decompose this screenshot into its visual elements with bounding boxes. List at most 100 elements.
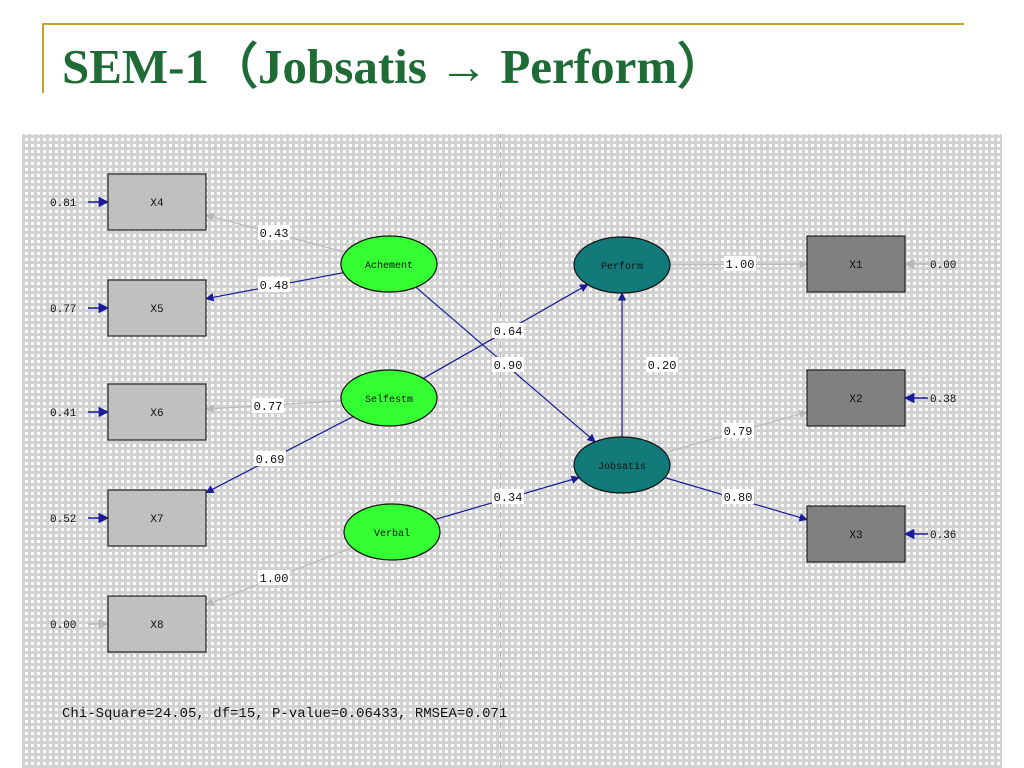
grid-line-horizontal bbox=[22, 746, 1002, 747]
coef-label-bg bbox=[492, 357, 524, 372]
grid-line-vertical bbox=[467, 134, 468, 768]
grid-line-horizontal bbox=[22, 194, 1002, 195]
error-value-x1: 0.00 bbox=[930, 260, 956, 272]
grid-line-vertical bbox=[76, 134, 77, 768]
grid-line-vertical bbox=[720, 134, 721, 768]
coef-label-bg bbox=[722, 423, 754, 438]
latent-ellipse-achement bbox=[340, 235, 438, 293]
grid-line-vertical bbox=[904, 134, 905, 768]
observed-label-x2: X2 bbox=[849, 394, 862, 406]
coef-label-bg bbox=[722, 489, 754, 504]
grid-line-vertical bbox=[237, 134, 238, 768]
grid-line-horizontal bbox=[22, 562, 1002, 563]
grid-line-vertical bbox=[352, 134, 353, 768]
coef-label-selfestm-x7: 0.69 bbox=[256, 453, 285, 467]
observed-box-x7 bbox=[107, 489, 207, 547]
grid-line-horizontal bbox=[22, 631, 1002, 632]
latent-label-jobsatis: Jobsatis bbox=[598, 461, 646, 473]
grid-line-vertical bbox=[536, 134, 537, 768]
error-value-x7: 0.52 bbox=[50, 514, 76, 526]
coef-label-bg bbox=[258, 225, 290, 240]
grid-line-vertical bbox=[697, 134, 698, 768]
grid-line-vertical bbox=[375, 134, 376, 768]
error-value-x5: 0.77 bbox=[50, 304, 76, 316]
grid-line-vertical bbox=[950, 134, 951, 768]
grid-line-horizontal bbox=[22, 355, 1002, 356]
observed-label-x8: X8 bbox=[150, 620, 163, 632]
observed-label-x6: X6 bbox=[150, 408, 163, 420]
grid-line-vertical bbox=[674, 134, 675, 768]
error-arrows: 0.81 0.77 0.41 0.52 0.00 0.00 0.38 0.36 bbox=[50, 196, 956, 632]
grid-line-horizontal bbox=[22, 240, 1002, 241]
coef-label-achement-x5: 0.48 bbox=[260, 279, 289, 293]
observed-box-x6 bbox=[107, 383, 207, 441]
grid-line-vertical bbox=[835, 134, 836, 768]
observed-box-x2 bbox=[806, 369, 906, 427]
grid-line-vertical bbox=[145, 134, 146, 768]
grid-line-vertical bbox=[99, 134, 100, 768]
grid-line-vertical bbox=[214, 134, 215, 768]
grid-line-vertical bbox=[191, 134, 192, 768]
latent-label-selfestm: Selfestm bbox=[365, 394, 413, 406]
coef-label-jobsatis-x2: 0.79 bbox=[724, 425, 753, 439]
coef-label-selfestm-perform: 0.64 bbox=[494, 325, 523, 339]
observed-label-x1: X1 bbox=[849, 260, 863, 272]
grid-line-vertical bbox=[812, 134, 813, 768]
grid-line-horizontal bbox=[22, 378, 1002, 379]
grid-line-horizontal bbox=[22, 470, 1002, 471]
coef-label-achement-x4: 0.43 bbox=[260, 227, 289, 241]
grid-line-horizontal bbox=[22, 148, 1002, 149]
coef-label-jobsatis-x3: 0.80 bbox=[724, 491, 753, 505]
grid-line-vertical bbox=[168, 134, 169, 768]
grid-line-vertical bbox=[421, 134, 422, 768]
error-value-x6: 0.41 bbox=[50, 408, 77, 420]
grid-line-horizontal bbox=[22, 654, 1002, 655]
grid-line-vertical bbox=[973, 134, 974, 768]
coef-label-selfestm-x6: 0.77 bbox=[254, 400, 283, 414]
grid-line-horizontal bbox=[22, 309, 1002, 310]
diagram-nodes: X4X5X6X7X8X1X2X3AchementSelfestmVerbalPe… bbox=[107, 173, 906, 653]
error-value-x3: 0.36 bbox=[930, 530, 956, 542]
grid-line-horizontal bbox=[22, 585, 1002, 586]
grid-line-vertical bbox=[53, 134, 54, 768]
grid-line-vertical bbox=[122, 134, 123, 768]
grid-line-horizontal bbox=[22, 286, 1002, 287]
error-value-x4: 0.81 bbox=[50, 198, 77, 210]
center-divider bbox=[500, 134, 501, 768]
observed-box-x5 bbox=[107, 279, 207, 337]
observed-label-x3: X3 bbox=[849, 530, 862, 542]
latent-label-perform: Perform bbox=[601, 261, 643, 273]
latent-ellipse-selfestm bbox=[340, 369, 438, 427]
grid-line-horizontal bbox=[22, 539, 1002, 540]
coef-label-bg bbox=[258, 570, 290, 585]
grid-line-vertical bbox=[444, 134, 445, 768]
grid-line-vertical bbox=[927, 134, 928, 768]
coef-label-bg bbox=[258, 277, 290, 292]
coef-label-verbal-jobsatis: 0.34 bbox=[494, 491, 523, 505]
slide-title: SEM-1（Jobsatis → Perform） bbox=[62, 39, 727, 94]
error-value-x8: 0.00 bbox=[50, 620, 76, 632]
grid-line-vertical bbox=[766, 134, 767, 768]
grid-line-vertical bbox=[306, 134, 307, 768]
coef-label-verbal-x8: 1.00 bbox=[260, 572, 289, 586]
grid-line-vertical bbox=[513, 134, 514, 768]
observed-box-x4 bbox=[107, 173, 207, 231]
grid-line-vertical bbox=[329, 134, 330, 768]
observed-box-x8 bbox=[107, 595, 207, 653]
error-value-x2: 0.38 bbox=[930, 394, 956, 406]
fit-statistics: Chi-Square=24.05, df=15, P-value=0.06433… bbox=[62, 706, 508, 722]
latent-ellipse-jobsatis bbox=[573, 436, 671, 494]
grid-line-vertical bbox=[858, 134, 859, 768]
observed-box-x1 bbox=[806, 235, 906, 293]
coef-label-bg bbox=[492, 489, 524, 504]
grid-line-vertical bbox=[30, 134, 31, 768]
coef-label-achement-jobsatis: 0.90 bbox=[494, 359, 523, 373]
sem-path-diagram: 0.810.770.410.520.000.000.380.36 X4X5X6X… bbox=[50, 173, 956, 653]
observed-label-x7: X7 bbox=[150, 514, 163, 526]
coef-label-bg bbox=[254, 451, 286, 466]
grid-line-horizontal bbox=[22, 700, 1002, 701]
grid-line-vertical bbox=[789, 134, 790, 768]
latent-label-achement: Achement bbox=[365, 260, 413, 272]
grid-line-horizontal bbox=[22, 608, 1002, 609]
